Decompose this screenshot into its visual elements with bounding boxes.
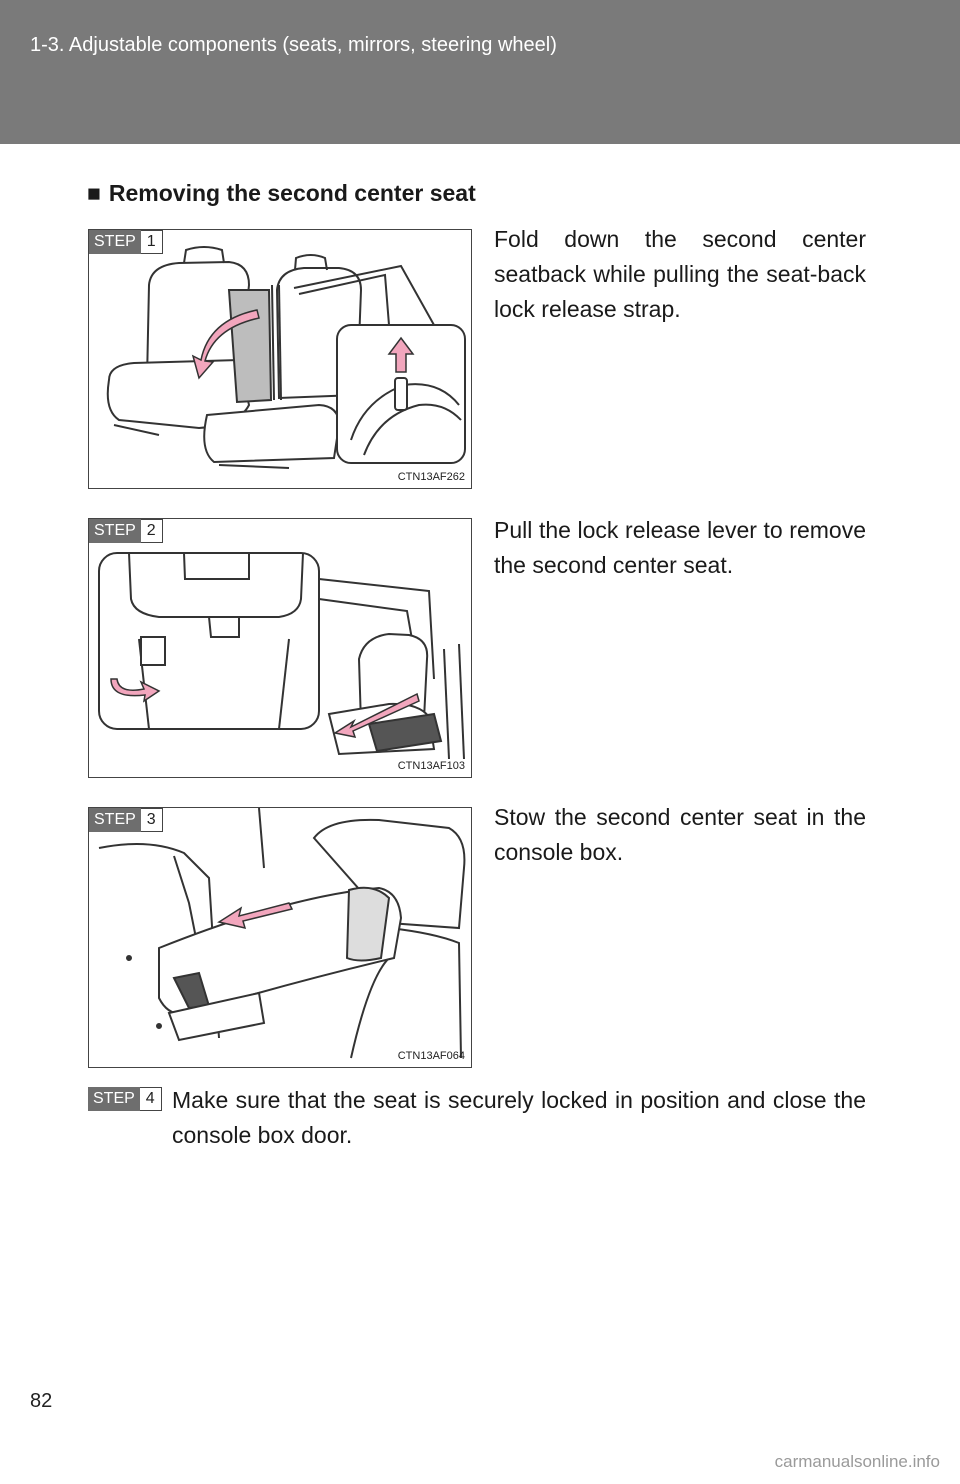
seat-fold-illustration	[106, 246, 466, 469]
page-header: 1-3. Adjustable components (seats, mirro…	[0, 0, 960, 144]
step-label: STEP	[89, 519, 141, 543]
page-number: 82	[30, 1390, 53, 1412]
step-2-figure: STEP 2 CTN13AF103	[88, 518, 472, 778]
curved-arrow-icon	[110, 678, 161, 703]
figure-code: CTN13AF064	[397, 1050, 465, 1062]
step-1-text: Fold down the second center seatback whi…	[494, 226, 866, 322]
step-3-badge: STEP 3	[89, 808, 163, 832]
console-stow-illustration	[98, 808, 466, 1059]
step-label: STEP	[88, 1087, 140, 1111]
watermark: carmanualsonline.info	[774, 1452, 940, 1471]
step-3-text: Stow the second center seat in the conso…	[494, 804, 866, 865]
step-2-text: Pull the lock release lever to remove th…	[494, 517, 866, 578]
step-1-badge: STEP 1	[89, 230, 163, 254]
step-number: 3	[140, 808, 163, 832]
section-title: ■ Removing the second center seat	[87, 180, 476, 207]
step-number: 2	[140, 519, 163, 543]
section-title-text: Removing the second center seat	[108, 180, 476, 206]
header-title: 1-3. Adjustable components (seats, mirro…	[30, 34, 557, 56]
step-label: STEP	[89, 230, 141, 254]
step-2-badge: STEP 2	[89, 519, 163, 543]
square-bullet-icon: ■	[87, 180, 101, 206]
step-3-figure: STEP 3 CTN13AF064	[88, 807, 472, 1068]
step-number: 1	[140, 230, 163, 254]
figure-code: CTN13AF103	[397, 760, 465, 772]
step-number: 4	[139, 1087, 162, 1111]
pull-up-arrow-icon	[387, 336, 415, 373]
lock-release-illustration	[98, 552, 465, 760]
step-4-text: Make sure that the seat is securely lock…	[172, 1087, 866, 1148]
figure-code: CTN13AF262	[397, 471, 465, 483]
step-1-figure: STEP 1	[88, 229, 472, 489]
stow-arrow-icon	[217, 902, 294, 930]
step-label: STEP	[89, 808, 141, 832]
step-4-badge: STEP 4	[88, 1087, 162, 1111]
fold-arrow-icon	[191, 309, 260, 380]
pull-out-arrow-icon	[333, 692, 420, 738]
